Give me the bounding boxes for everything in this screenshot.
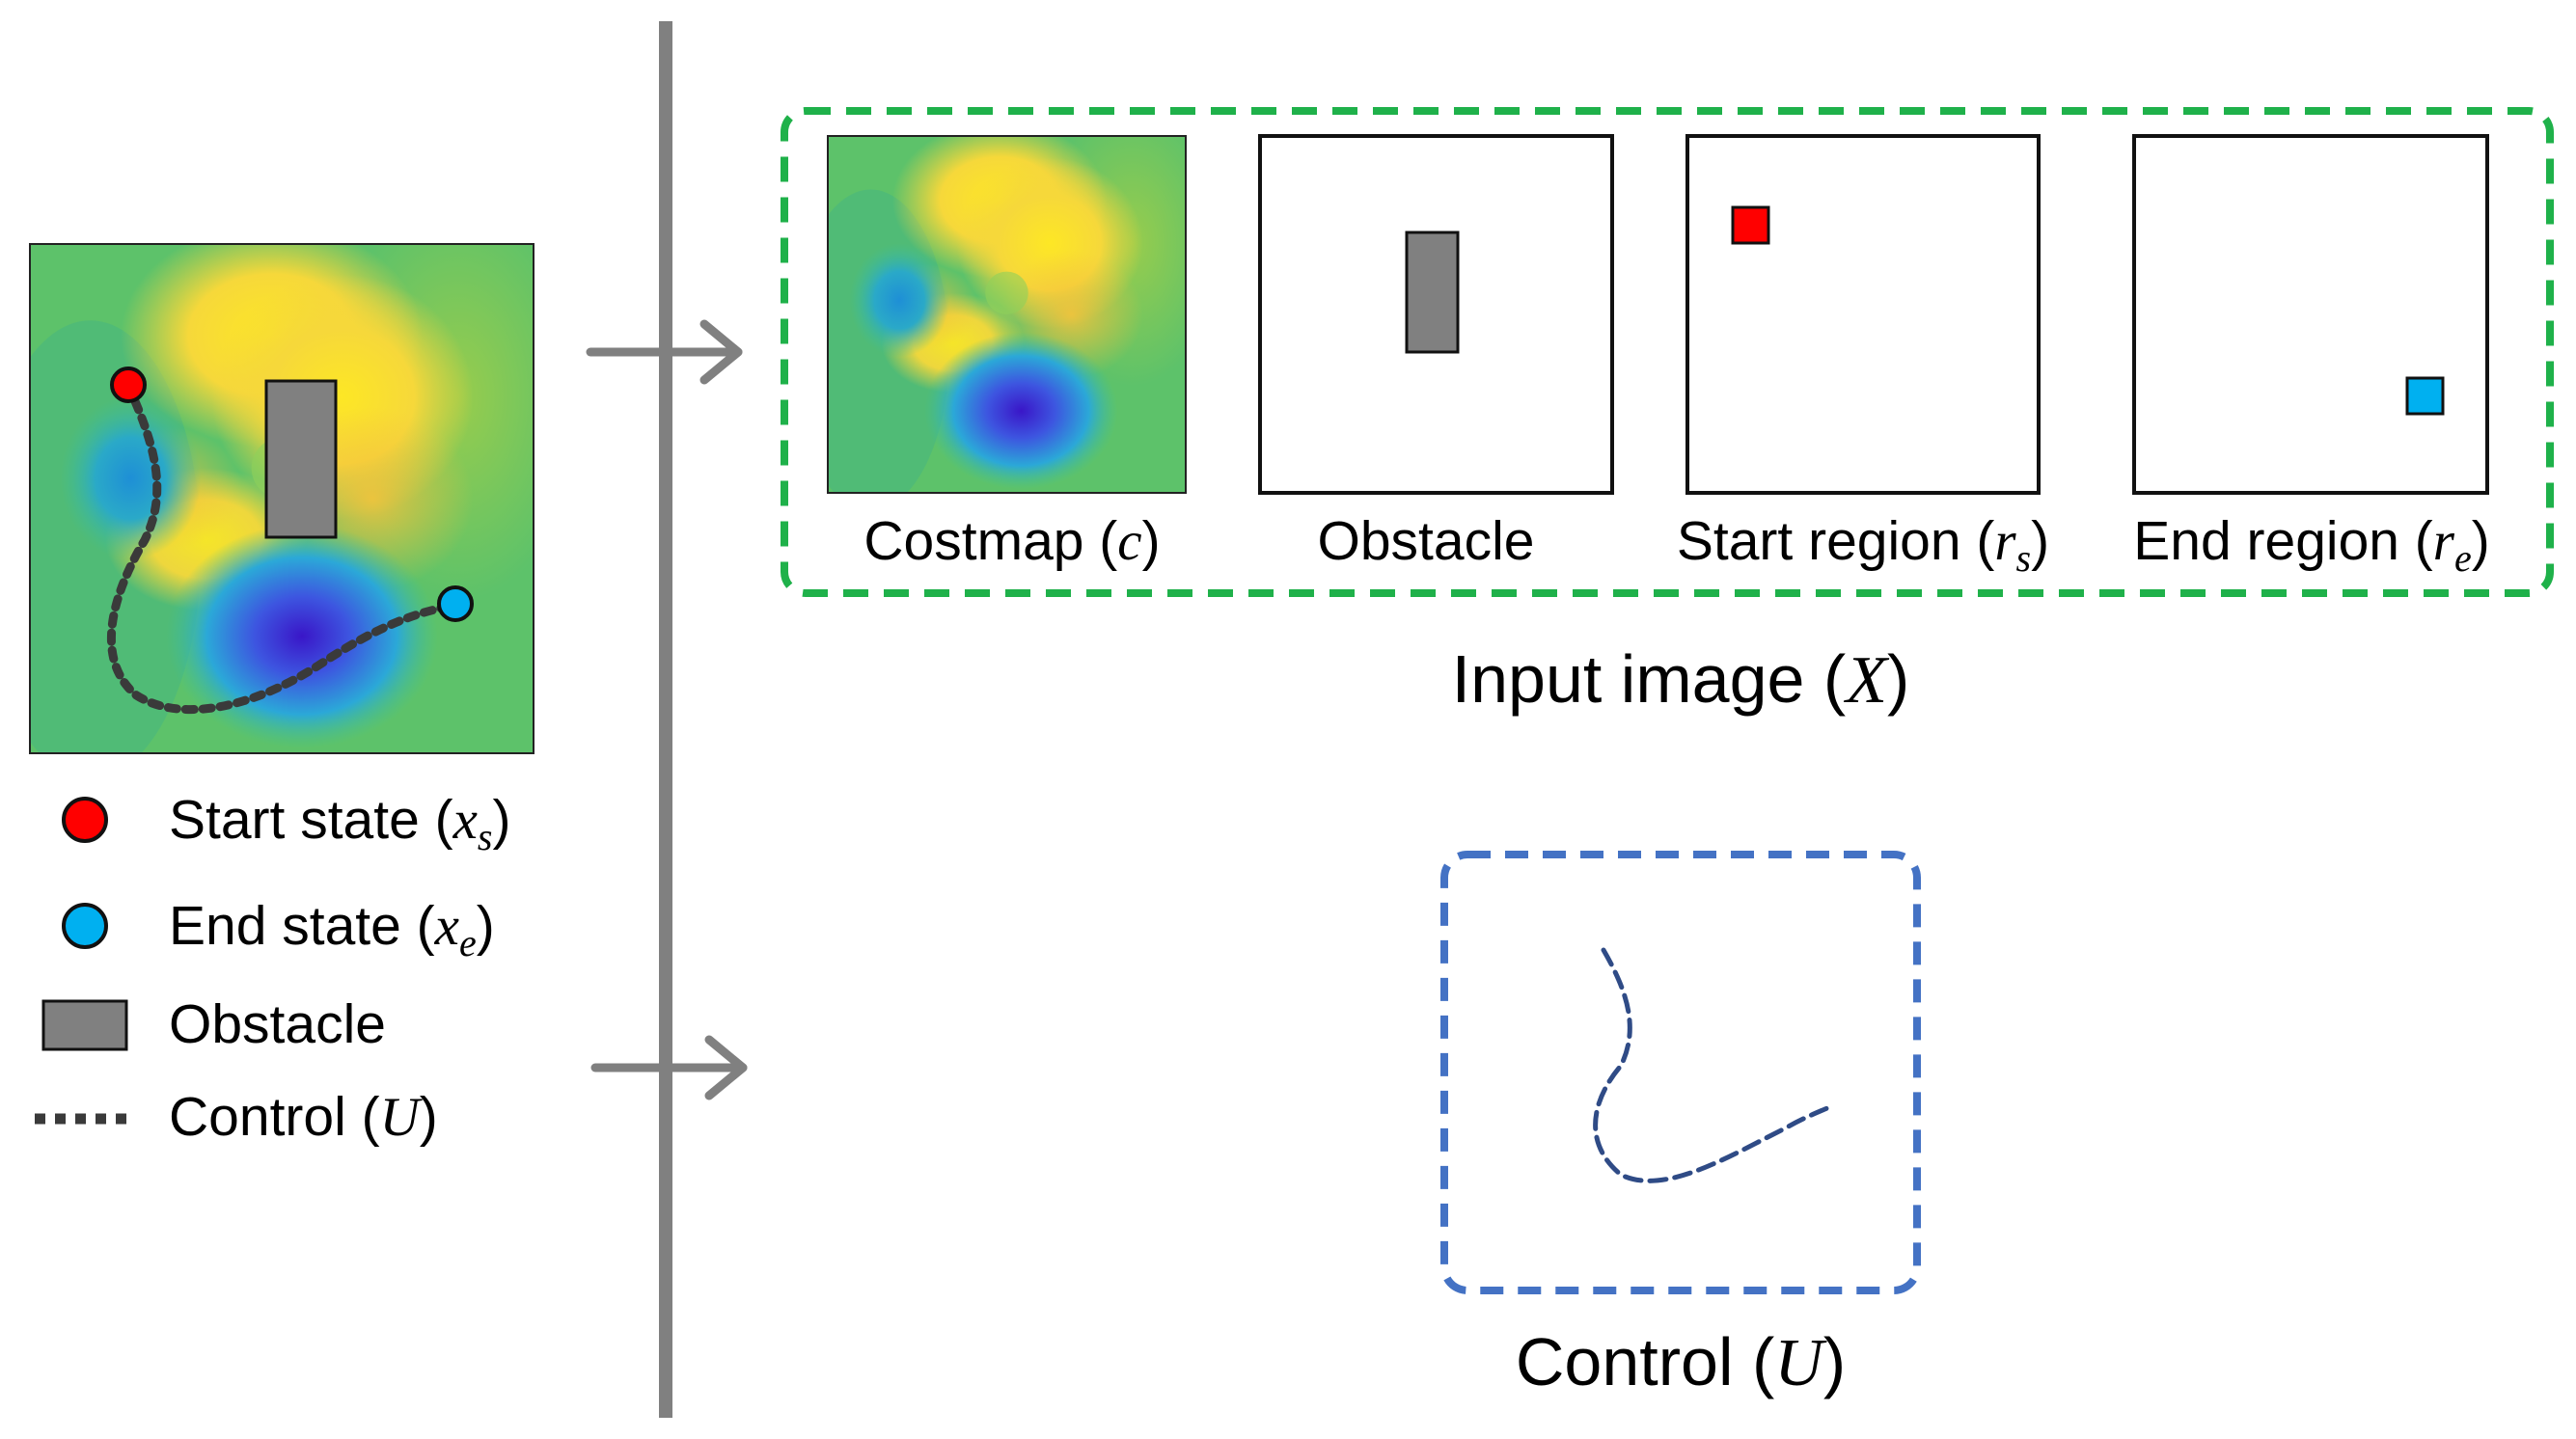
- map-control-path: [107, 381, 458, 715]
- start-region-panel: [1685, 134, 2041, 495]
- map-start-state: [110, 367, 147, 403]
- control-caption: Control (U): [1516, 1324, 1846, 1400]
- legend-obstacle-icon: [41, 999, 128, 1051]
- legend: Start state (xs) End state (xe) Obstacle…: [35, 789, 510, 1148]
- costmap-panel: [827, 135, 1187, 494]
- legend-start-icon: [62, 797, 108, 843]
- legend-start-label: Start state (xs): [169, 789, 510, 858]
- obstacle-panel-block: [1405, 231, 1460, 354]
- legend-end-icon: [62, 903, 108, 949]
- example-map: [29, 243, 534, 754]
- obstacle-panel: [1258, 134, 1614, 495]
- map-obstacle: [264, 379, 338, 539]
- start-region-label: Start region (rs): [1677, 510, 2049, 580]
- arrow-to-input: [586, 319, 743, 385]
- control-box: [1440, 851, 1921, 1294]
- end-region-panel: [2132, 134, 2489, 495]
- input-image-caption: Input image (X): [1452, 641, 1910, 718]
- map-end-state: [437, 585, 474, 622]
- obstacle-panel-label: Obstacle: [1318, 510, 1535, 572]
- legend-end-label: End state (xe): [169, 895, 495, 964]
- input-image-box: [781, 107, 2554, 597]
- legend-control-label: Control (U): [169, 1086, 438, 1148]
- arrow-to-control: [590, 1035, 748, 1100]
- end-region-square: [2405, 376, 2445, 416]
- control-output-path: [1593, 947, 1836, 1183]
- costmap-label: Costmap (c): [863, 510, 1160, 572]
- start-region-square: [1731, 205, 1770, 245]
- end-region-label: End region (re): [2133, 510, 2489, 580]
- legend-obstacle-label: Obstacle: [169, 993, 386, 1055]
